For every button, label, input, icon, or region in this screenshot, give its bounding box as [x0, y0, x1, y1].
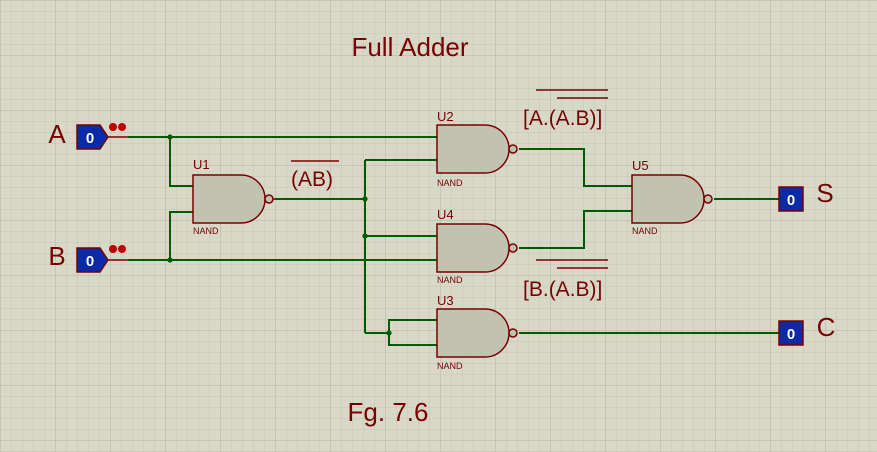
- output-label: S: [816, 178, 833, 208]
- junction-dot: [386, 330, 392, 336]
- diagram-title: Full Adder: [351, 32, 468, 62]
- gate-u1[interactable]: U1 NAND: [192, 157, 275, 236]
- wire-a-to-u1: [169, 137, 193, 187]
- output-value: 0: [787, 326, 795, 343]
- input-logic-state-icon: [76, 247, 109, 273]
- annotation-b-ab: [B.(A.B)]: [523, 259, 608, 301]
- input-label: B: [48, 241, 65, 271]
- annotation-text: (AB): [291, 168, 333, 191]
- pin-dot-icon: [118, 123, 126, 131]
- gate-u2[interactable]: U2 NAND: [436, 109, 518, 188]
- input-value: 0: [86, 130, 94, 147]
- input-logic-state-icon: [76, 124, 109, 150]
- pin-dot-icon: [118, 245, 126, 253]
- junction-dot: [167, 257, 173, 263]
- wires: [128, 136, 779, 346]
- junction-dot: [362, 196, 368, 202]
- output-value: 0: [787, 192, 795, 209]
- junction-dot: [167, 134, 173, 140]
- gate-type-label: NAND: [437, 178, 463, 188]
- gate-type-label: NAND: [437, 361, 463, 371]
- output-logic-probe-icon: [778, 320, 804, 346]
- input-label: A: [48, 119, 66, 149]
- output-label: C: [817, 312, 836, 342]
- junctions: [167, 134, 392, 336]
- gate-type-label: NAND: [193, 226, 219, 236]
- output-logic-probe-icon: [778, 186, 804, 212]
- output-probe-s[interactable]: 0 S: [778, 178, 834, 212]
- gate-type-label: NAND: [632, 226, 658, 236]
- annotation-text: [A.(A.B)]: [523, 107, 602, 130]
- wire-b-to-u1: [169, 211, 193, 260]
- gate-ref-label: U2: [437, 109, 454, 124]
- pin-dot-icon: [109, 245, 117, 253]
- gate-ref-label: U3: [437, 293, 454, 308]
- figure-caption: Fg. 7.6: [348, 397, 429, 427]
- annotation-a-ab: [A.(A.B)]: [523, 89, 608, 130]
- annotation-text: [B.(A.B)]: [523, 278, 602, 301]
- gate-u3[interactable]: U3 NAND: [436, 293, 518, 371]
- input-terminal-b[interactable]: 0 B: [48, 241, 128, 273]
- junction-dot: [362, 233, 368, 239]
- gate-ref-label: U4: [437, 207, 454, 222]
- gate-ref-label: U5: [632, 158, 649, 173]
- wire-bus-to-u3-bottom: [388, 333, 437, 346]
- input-value: 0: [86, 253, 94, 270]
- input-terminal-a[interactable]: 0 A: [48, 119, 128, 150]
- gate-u5[interactable]: U5 NAND: [631, 158, 713, 236]
- wire-u2-to-u5: [519, 148, 632, 187]
- gate-ref-label: U1: [193, 157, 210, 172]
- pin-dot-icon: [109, 123, 117, 131]
- gate-type-label: NAND: [437, 275, 463, 285]
- annotation-ab-bar: (AB): [291, 160, 339, 191]
- wire-bus-to-u3-top: [365, 319, 437, 334]
- wire-u4-to-u5: [519, 210, 632, 249]
- gate-u4[interactable]: U4 NAND: [436, 207, 518, 285]
- output-probe-c[interactable]: 0 C: [778, 312, 836, 346]
